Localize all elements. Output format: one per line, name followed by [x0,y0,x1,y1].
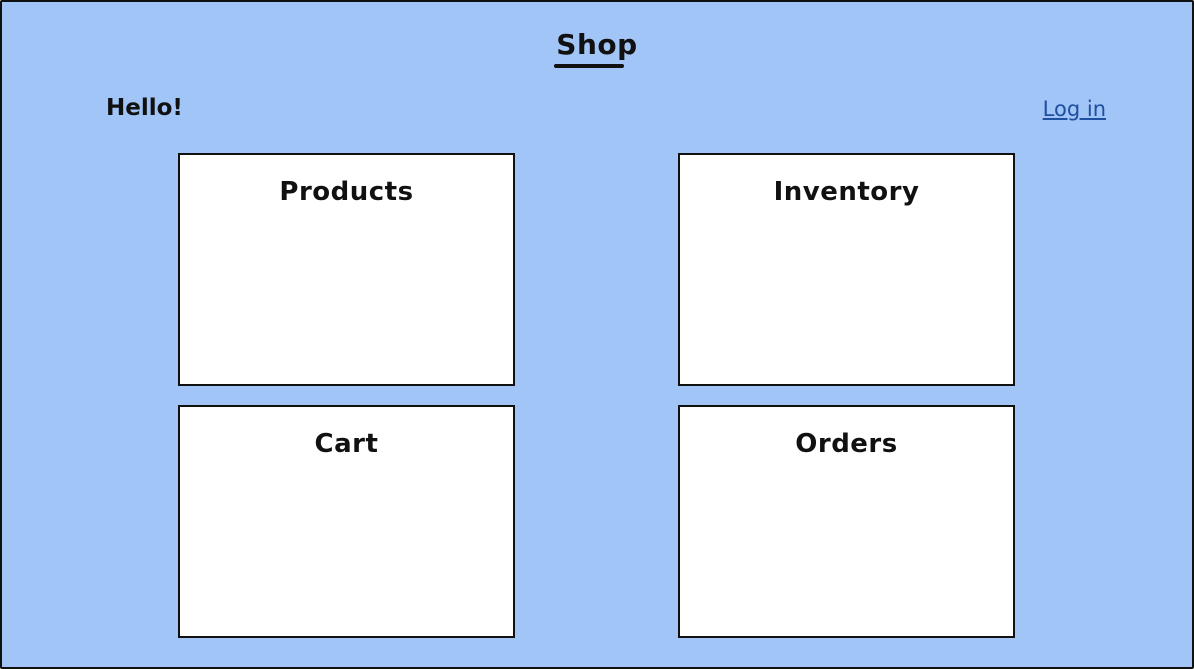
orders-card[interactable]: Orders [678,405,1015,638]
title-underline [554,64,624,68]
inventory-card[interactable]: Inventory [678,153,1015,386]
greeting-text: Hello! [106,95,183,121]
cart-card-title: Cart [314,429,379,459]
login-link[interactable]: Log in [1042,97,1106,121]
page-title: Shop [556,28,638,61]
products-card-title: Products [279,177,414,207]
orders-card-title: Orders [795,429,898,459]
cart-card[interactable]: Cart [178,405,515,638]
products-card[interactable]: Products [178,153,515,386]
inventory-card-title: Inventory [773,177,920,207]
